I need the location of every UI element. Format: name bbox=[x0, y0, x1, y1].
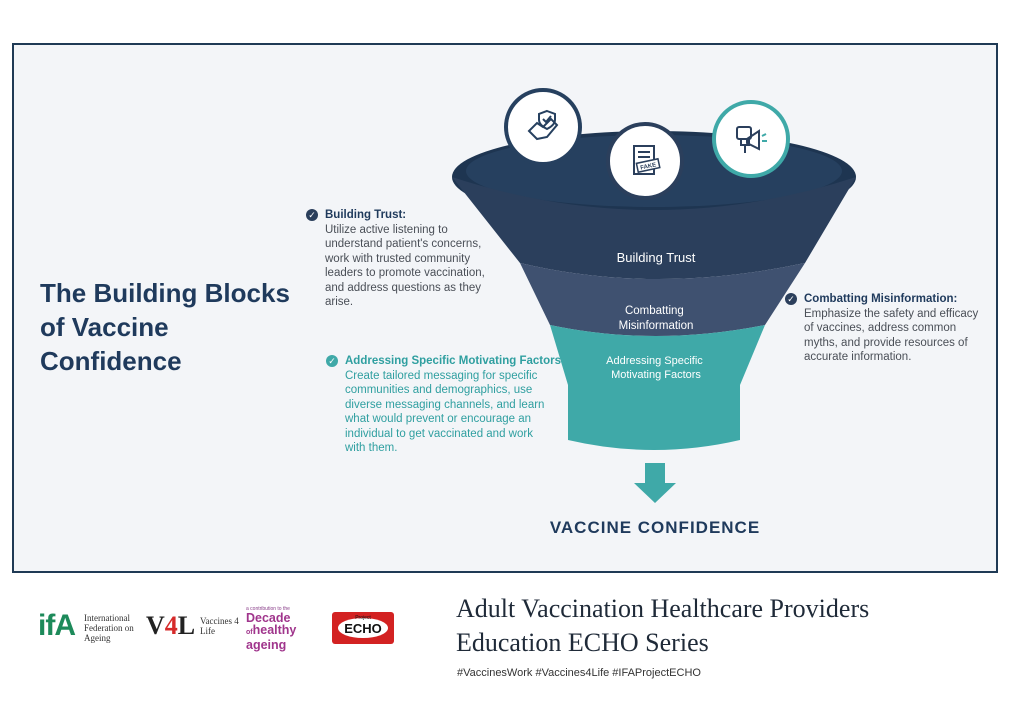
series-title: Adult Vaccination Healthcare Providers E… bbox=[456, 594, 870, 657]
svg-text:FAKE: FAKE bbox=[640, 162, 657, 171]
fake-news-document-icon: FAKE bbox=[606, 122, 684, 200]
decade-healthy-ageing-logo: a contribution to the Decade ofhealthy a… bbox=[246, 606, 297, 652]
bullet-heading: Addressing Specific Motivating Factors: bbox=[345, 355, 565, 367]
outcome-label: VACCINE CONFIDENCE bbox=[549, 518, 761, 537]
bullet-body: Emphasize the safety and efficacy of vac… bbox=[804, 307, 979, 364]
stage-label-addressing: Addressing Specific Motivating Factors bbox=[606, 355, 706, 381]
check-icon: ✓ bbox=[785, 293, 797, 305]
check-icon: ✓ bbox=[306, 209, 318, 221]
handshake-shield-icon bbox=[504, 88, 582, 166]
check-icon: ✓ bbox=[326, 355, 338, 367]
megaphone-icon bbox=[712, 100, 790, 178]
bullet-body: Create tailored messaging for specific c… bbox=[345, 369, 545, 455]
bullet-heading: Combatting Misinformation: bbox=[804, 293, 958, 305]
project-echo-logo: Project ECHO bbox=[332, 612, 394, 644]
down-arrow-icon bbox=[634, 463, 676, 503]
bullet-building-trust: ✓ Building Trust: Utilize active listeni… bbox=[306, 208, 500, 310]
funnel-stage-addressing bbox=[550, 325, 765, 450]
funnel-stage-building-trust bbox=[452, 177, 856, 279]
bullet-addressing-factors: ✓ Addressing Specific Motivating Factors… bbox=[326, 354, 575, 456]
stage-label-combatting: Combatting Misinformation bbox=[619, 305, 694, 332]
bullet-body: Utilize active listening to understand p… bbox=[325, 223, 485, 309]
funnel-stage-combatting bbox=[520, 263, 805, 336]
bullet-combatting-misinformation: ✓ Combatting Misinformation: Emphasize t… bbox=[785, 292, 994, 365]
hashtags: #VaccinesWork #Vaccines4Life #IFAProject… bbox=[457, 667, 701, 679]
page-title: The Building Blocks of Vaccine Confidenc… bbox=[40, 278, 290, 376]
bullet-heading: Building Trust: bbox=[325, 209, 407, 221]
stage-label-building-trust: Building Trust bbox=[617, 250, 696, 265]
